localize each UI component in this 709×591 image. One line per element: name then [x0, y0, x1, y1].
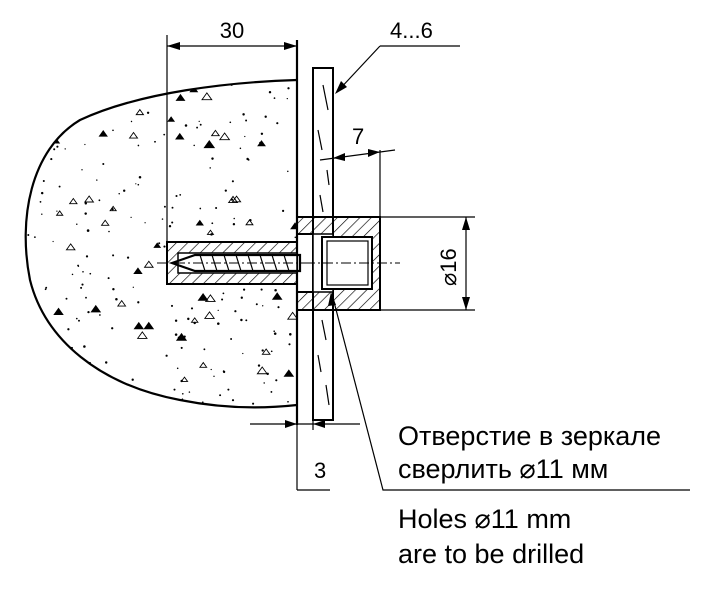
drilling-note: Отверстие в зеркале сверлить ⌀11 мм Hole…: [398, 421, 661, 569]
mirror-holder: [157, 216, 400, 311]
dimension-4-6-label: 4...6: [390, 18, 433, 43]
dimension-30-label: 30: [220, 18, 244, 43]
note-en-line2: are to be drilled: [398, 539, 584, 569]
dimension-4-6: 4...6: [335, 18, 460, 94]
note-ru-line2: сверлить ⌀11 мм: [398, 454, 608, 484]
note-en-line1: Holes ⌀11 mm: [398, 504, 571, 534]
dimension-3-label: 3: [314, 458, 326, 483]
dimension-diameter-16: ⌀16: [380, 216, 475, 311]
dimension-30: 30: [166, 18, 297, 260]
dimension-3: 3: [250, 410, 360, 491]
dimension-7: 7: [319, 124, 396, 217]
note-ru-line1: Отверстие в зеркале: [398, 421, 661, 451]
dimension-diameter-16-label: ⌀16: [436, 248, 461, 286]
wall-anchor: [166, 241, 302, 285]
note-leader: [328, 292, 690, 491]
dimension-7-label: 7: [352, 124, 364, 149]
